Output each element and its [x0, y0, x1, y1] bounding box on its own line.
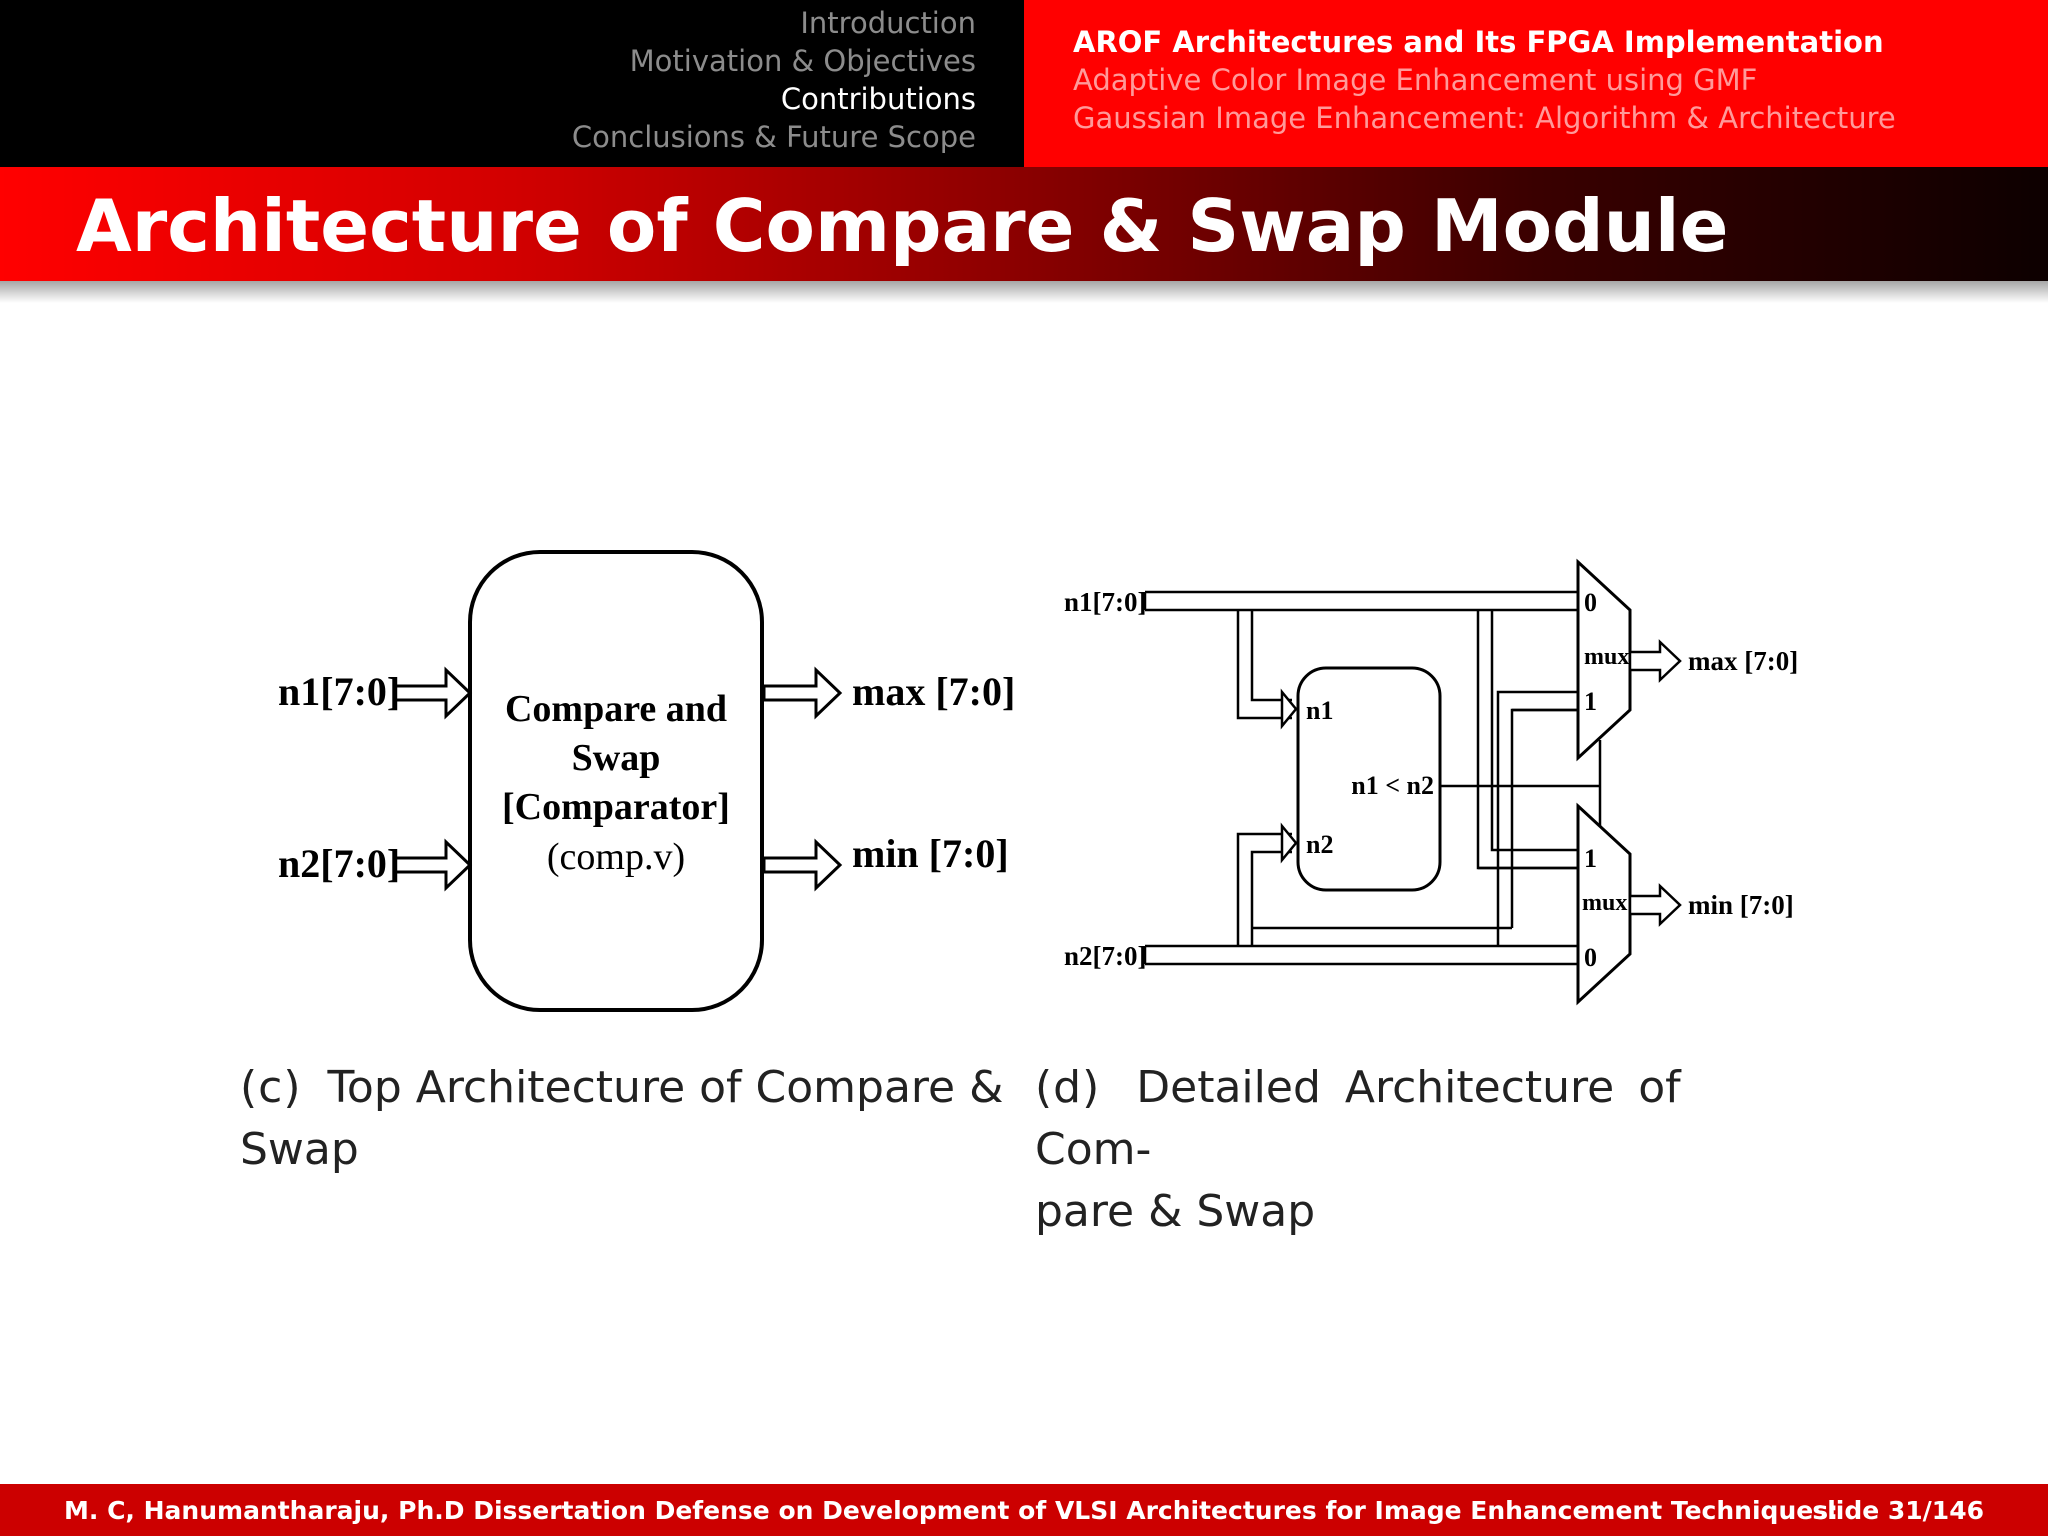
footer-text: M. C, Hanumantharaju, Ph.D Dissertation …: [64, 1496, 1839, 1525]
input-n1-label: n1[7:0]: [278, 669, 400, 714]
comparator-in2-label: n2: [1306, 830, 1333, 859]
nav-section-introduction[interactable]: Introduction: [800, 6, 976, 40]
comparator-in1-label: n1: [1306, 696, 1333, 725]
output-min-label: min [7:0]: [852, 831, 1009, 876]
min-mux-in1: 1: [1584, 844, 1597, 873]
caption-c-line2: Swap: [240, 1124, 359, 1175]
d-input-n1-label: n1[7:0]: [1064, 587, 1147, 617]
caption-c: (c) Top Architecture of Compare & Swap: [240, 1057, 1020, 1181]
min-output-arrow: [1628, 883, 1682, 927]
title-shadow: [0, 281, 2048, 303]
caption-d-line2: pare & Swap: [1035, 1186, 1316, 1237]
min-mux-label: mux: [1582, 890, 1627, 916]
section-navigation: Introduction Motivation & Objectives Con…: [0, 0, 1024, 167]
nav-section-conclusions[interactable]: Conclusions & Future Scope: [571, 120, 976, 154]
comparator-block: [1296, 666, 1442, 892]
nav-section-contributions[interactable]: Contributions: [780, 82, 976, 116]
comparator-out-label: n1 < n2: [1351, 771, 1434, 800]
max-mux-in1: 1: [1584, 687, 1597, 716]
compare-swap-block: [468, 550, 764, 1012]
caption-d: (d) Detailed Architecture of Com- pare &…: [1035, 1057, 1815, 1243]
min-mux: [1576, 802, 1632, 1006]
block-label-line2: Swap: [572, 737, 661, 779]
slide-title: Architecture of Compare & Swap Module: [76, 184, 1729, 268]
max-output-arrow: [1628, 639, 1682, 683]
output-max-label: max [7:0]: [852, 669, 1015, 714]
block-label-line4: (comp.v): [547, 836, 685, 878]
slide-number: slide 31/146: [1812, 1496, 1984, 1525]
min-mux-in0: 0: [1584, 943, 1597, 972]
output-max-arrow: [762, 666, 843, 720]
input-n2-label: n2[7:0]: [278, 841, 400, 886]
block-label-line3: [Comparator]: [502, 786, 730, 828]
block-label-line1: Compare and: [505, 688, 727, 730]
caption-c-line1: Top Architecture of Compare &: [327, 1062, 1004, 1113]
caption-d-label: (d): [1035, 1062, 1101, 1113]
top-architecture-diagram: n1[7:0] n2[7:0] max [7:0] min [7:0] Comp…: [278, 550, 1015, 1012]
input-n1-arrow: [392, 666, 473, 720]
max-mux: [1576, 558, 1632, 762]
nav-subsection-gaussian[interactable]: Gaussian Image Enhancement: Algorithm & …: [1073, 101, 1896, 135]
nav-subsection-adaptive-color[interactable]: Adaptive Color Image Enhancement using G…: [1073, 63, 1758, 97]
subsection-navigation: AROF Architectures and Its FPGA Implemen…: [1024, 0, 2048, 167]
input-n2-arrow: [392, 838, 473, 892]
detailed-architecture-diagram: n1[7:0] n2[7:0] n1 n2 n1 < n2 0 1 mux 1 …: [1064, 558, 1798, 1006]
output-min-arrow: [762, 838, 843, 892]
max-mux-label: mux: [1584, 644, 1629, 670]
footer-bar: M. C, Hanumantharaju, Ph.D Dissertation …: [0, 1484, 2048, 1536]
nav-section-motivation[interactable]: Motivation & Objectives: [629, 44, 976, 78]
caption-d-line1: Detailed Architecture of Com-: [1035, 1062, 1681, 1175]
nav-subsection-arof[interactable]: AROF Architectures and Its FPGA Implemen…: [1073, 25, 1884, 59]
header-navigation: Introduction Motivation & Objectives Con…: [0, 0, 2048, 167]
d-input-n2-label: n2[7:0]: [1064, 941, 1147, 971]
d-output-max-label: max [7:0]: [1688, 646, 1798, 676]
title-bar: Architecture of Compare & Swap Module: [0, 167, 2048, 281]
caption-c-label: (c): [240, 1062, 302, 1113]
max-mux-in0: 0: [1584, 588, 1597, 617]
d-output-min-label: min [7:0]: [1688, 890, 1794, 920]
